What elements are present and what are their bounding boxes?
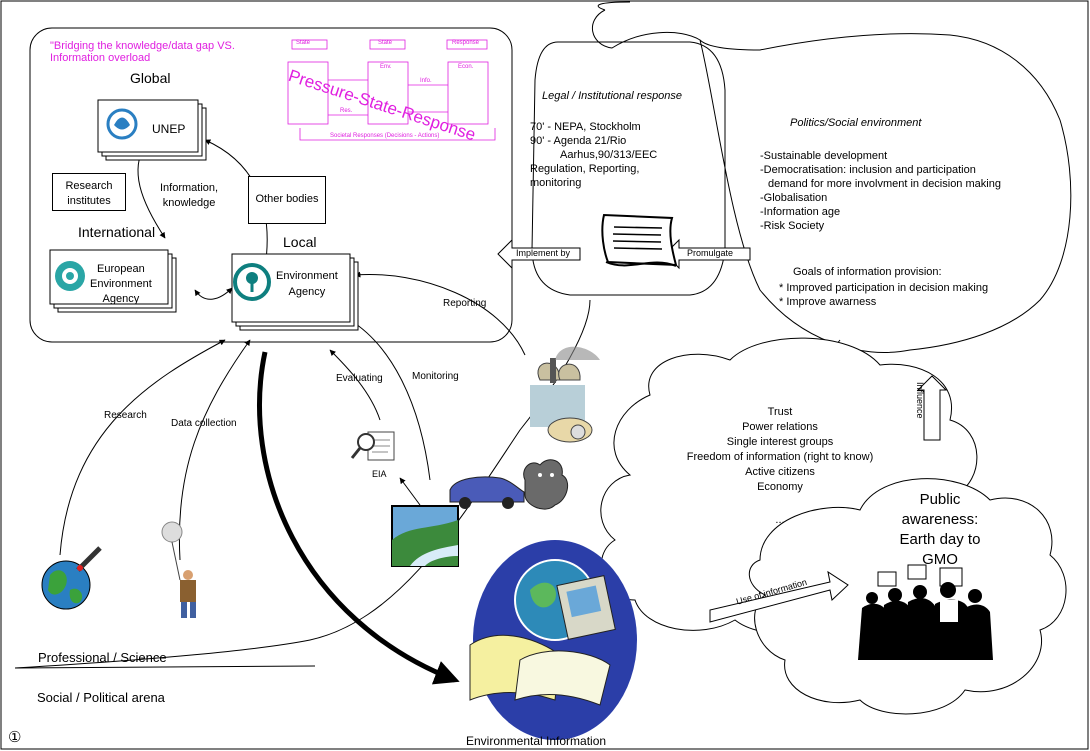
psr-cell: Res.	[340, 108, 353, 114]
unep-label: UNEP	[152, 122, 186, 136]
eia-clipart	[350, 431, 395, 461]
social-arena-label: Social / Political arena	[37, 690, 165, 705]
legal-line: 70' - NEPA, Stockholm	[530, 121, 641, 133]
goal-item: * Improve awarness	[779, 296, 877, 308]
public-line: Public	[919, 491, 961, 508]
promulgate-arrow-shape	[664, 238, 751, 270]
psr-footer: Societal Responses (Decisions - Actions)	[330, 133, 440, 139]
psr-cell: Env.	[380, 64, 392, 70]
public-line: GMO	[922, 551, 958, 568]
psr-diagram	[287, 39, 496, 141]
globe-clipart	[41, 546, 102, 610]
eea-logo-icon	[55, 261, 85, 291]
info-knowledge-line: Information,	[160, 182, 219, 194]
env-info-clipart	[469, 540, 637, 740]
implement-arrow-shape	[497, 238, 581, 270]
eea-label: European Environment Agency	[90, 262, 152, 307]
politics-title: Politics/Social environment	[790, 117, 922, 129]
social-factor: Freedom of information (right to know)	[686, 451, 874, 463]
eea-label-line: Agency	[102, 293, 140, 305]
research-institutes-line: institutes	[67, 195, 111, 207]
psr-header: Response	[452, 40, 480, 46]
social-factor: ...	[775, 514, 785, 526]
legal-title: Legal / Institutional response	[542, 90, 683, 102]
unep-logo-icon	[106, 108, 138, 140]
public-line: Earth day to	[899, 531, 981, 548]
ea-label-line: Environment	[276, 270, 338, 282]
pink-note-line: "Bridging the knowledge/data gap VS.	[50, 40, 235, 52]
politics-bullet: -Democratisation: inclusion and particip…	[760, 164, 976, 176]
factory-clipart	[530, 346, 600, 443]
social-factor: Trust	[767, 406, 793, 418]
use-info-arrow-shape	[709, 570, 849, 623]
social-factor: Economy	[757, 481, 803, 493]
ea-label-line: Agency	[288, 286, 326, 298]
research-institutes-line: Research	[65, 180, 113, 192]
landscape-clipart	[391, 505, 459, 567]
pink-note-line: Information overload	[50, 52, 151, 64]
level-global: Global	[130, 70, 171, 86]
implement-by-label: Implement by	[516, 248, 571, 258]
reporting-label: Reporting	[443, 298, 487, 309]
ea-logo-icon	[233, 263, 271, 301]
researcher-clipart	[161, 521, 196, 618]
institutional-box	[29, 27, 513, 343]
public-awareness: Public awareness: Earth day to GMO	[880, 490, 1000, 570]
influence-label: Influence	[915, 382, 925, 419]
legal-line: Aarhus,90/313/EEC	[560, 149, 658, 161]
goals-list: * Improved participation in decision mak…	[779, 281, 988, 309]
politics-bullets: -Sustainable development -Democratisatio…	[760, 149, 1001, 233]
psr-cell: Info.	[420, 78, 432, 84]
influence-arrow-shape	[916, 375, 948, 441]
psr-cell: Econ.	[458, 64, 474, 70]
goal-item: * Improved participation in decision mak…	[779, 282, 989, 294]
car-clipart	[449, 459, 569, 510]
eea-label-line: European	[97, 263, 145, 275]
psr-header: State	[378, 40, 393, 46]
eea-label-line: Environment	[90, 278, 152, 290]
level-international: International	[78, 224, 156, 240]
goals-title: Goals of information provision:	[793, 266, 942, 278]
evaluating-label: Evaluating	[336, 373, 383, 384]
other-bodies-label: Other bodies	[255, 193, 319, 205]
legal-line: monitoring	[530, 177, 582, 189]
legal-bubble	[531, 41, 726, 296]
document-icon	[601, 213, 678, 267]
social-factor: Power relations	[742, 421, 818, 433]
info-knowledge-line: knowledge	[162, 197, 216, 209]
monitoring-label: Monitoring	[412, 371, 459, 382]
professional-arena-label: Professional / Science	[38, 650, 167, 665]
data-collection-label: Data collection	[171, 418, 237, 429]
eia-label: EIA	[372, 469, 387, 479]
page-marker: ①	[8, 729, 22, 746]
social-factor: Single interest groups	[726, 436, 834, 448]
politics-cloud	[591, 9, 1072, 353]
psr-header: State	[296, 40, 311, 46]
social-factor: Active citizens	[745, 466, 815, 478]
promulgate-label: Promulgate	[687, 248, 734, 258]
politics-bullet: -Risk Society	[760, 220, 825, 232]
ea-label: Environment Agency	[276, 268, 338, 300]
social-factors: Trust Power relations Single interest gr…	[640, 405, 920, 528]
public-line: awareness:	[901, 511, 979, 528]
main-flow-arrow	[257, 351, 460, 685]
env-info-label: Environmental Information	[466, 734, 607, 748]
other-bodies-box: Other bodies	[248, 176, 326, 224]
info-knowledge-label: Information, knowledge	[160, 181, 218, 211]
research-label: Research	[104, 410, 147, 421]
audience-clipart	[858, 564, 993, 660]
politics-bullet: demand for more involvment in decision m…	[768, 178, 1001, 190]
politics-bullet: -Information age	[760, 206, 841, 218]
legal-lines: 70' - NEPA, Stockholm 90' - Agenda 21/Ri…	[530, 120, 657, 190]
level-local: Local	[283, 234, 317, 250]
politics-bullet: -Globalisation	[760, 192, 828, 204]
politics-bullet: -Sustainable development	[760, 150, 888, 162]
legal-line: 90' - Agenda 21/Rio	[530, 135, 627, 147]
legal-line: Regulation, Reporting,	[530, 163, 640, 175]
research-institutes-box: Research institutes	[52, 173, 126, 211]
pink-note: "Bridging the knowledge/data gap VS. Inf…	[50, 40, 235, 64]
